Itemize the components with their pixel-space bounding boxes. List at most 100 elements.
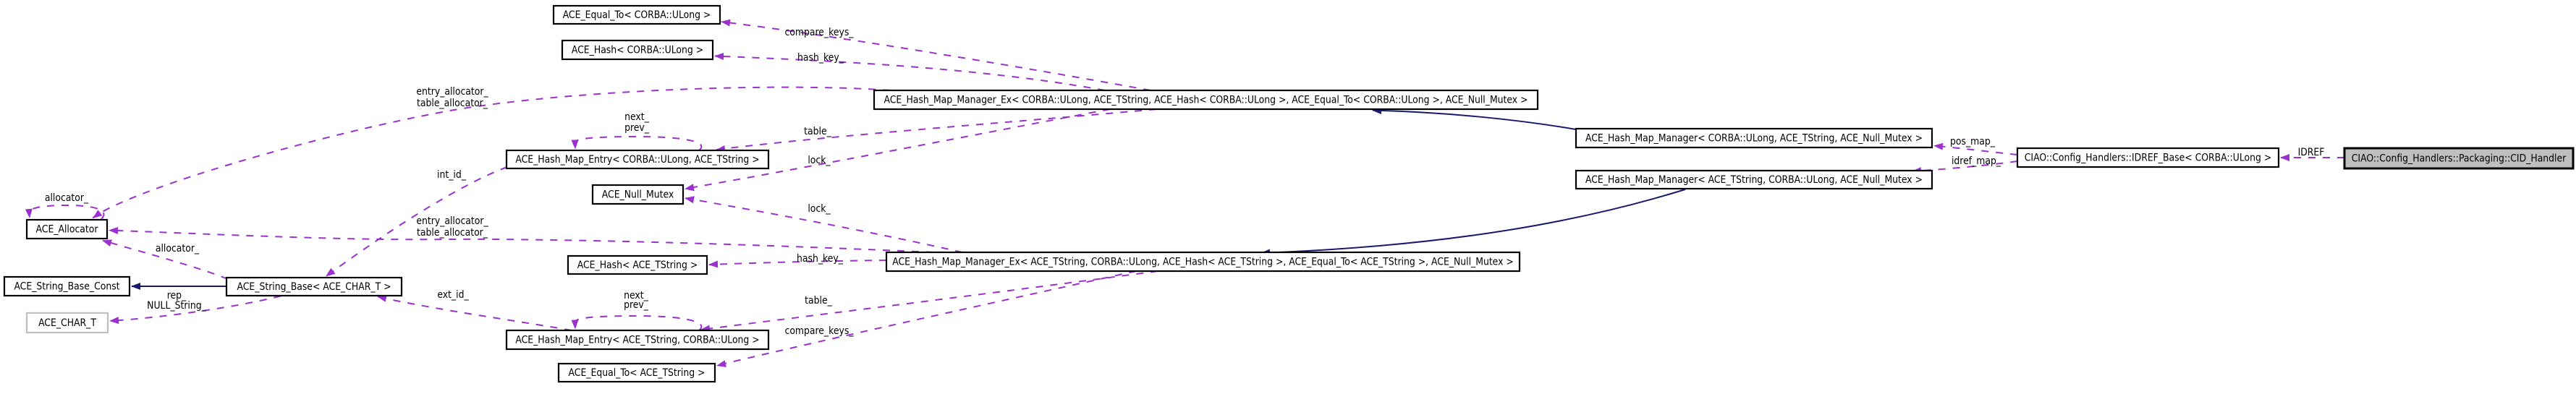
edge-line bbox=[708, 260, 887, 265]
node-box bbox=[25, 312, 109, 334]
node-box bbox=[873, 89, 1539, 111]
node-box bbox=[557, 362, 716, 383]
edge-next-prev-1: next_ prev_ bbox=[571, 111, 703, 151]
node-ace-hash-map-entry-corba-ulong[interactable]: ACE_Hash_Map_Entry< CORBA::ULong, ACE_TS… bbox=[505, 149, 770, 170]
node-label: CIAO::Config_Handlers::IDREF_Base< CORBA… bbox=[2025, 153, 2271, 164]
node-ace-string-base[interactable]: ACE_String_Base< ACE_CHAR_T > bbox=[225, 276, 403, 297]
edge-line bbox=[1261, 189, 1686, 254]
node-label: ACE_Hash_Map_Manager< ACE_TString, CORBA… bbox=[1585, 174, 1923, 186]
node-label: ACE_String_Base_Const bbox=[14, 281, 119, 293]
edge-entry-table-allocator-1: entry_allocator_ table_allocator_ bbox=[92, 86, 891, 219]
node-box bbox=[591, 184, 685, 205]
node-box bbox=[552, 4, 721, 25]
node-label: ACE_Hash_Map_Manager< CORBA::ULong, ACE_… bbox=[1585, 133, 1923, 145]
node-label: ACE_Hash< CORBA::ULong > bbox=[572, 45, 703, 56]
node-ace-equal-to-ace-tstring[interactable]: ACE_Equal_To< ACE_TString > bbox=[557, 362, 716, 383]
node-ace-hash-map-manager-ex-ace-tstring[interactable]: ACE_Hash_Map_Manager_Ex< ACE_TString, CO… bbox=[885, 251, 1521, 273]
node-box bbox=[2343, 147, 2575, 170]
arrowhead bbox=[571, 320, 579, 330]
node-ace-null-mutex[interactable]: ACE_Null_Mutex bbox=[591, 184, 685, 205]
edge-hash-key-2: hash_key_ bbox=[708, 253, 887, 268]
arrowhead bbox=[716, 360, 726, 367]
arrowhead bbox=[377, 295, 387, 302]
edge-line bbox=[572, 135, 703, 151]
node-label: ACE_Equal_To< ACE_TString > bbox=[569, 367, 706, 379]
edge-entry-table-allocator-2: entry_allocator_ table_allocator_ bbox=[109, 215, 934, 253]
node-ace-hash-ace-tstring[interactable]: ACE_Hash< ACE_TString > bbox=[567, 254, 708, 275]
node-box bbox=[25, 218, 109, 240]
svg-text:hash_key_: hash_key_ bbox=[797, 253, 844, 265]
svg-text:rep_: rep_ bbox=[167, 290, 187, 301]
svg-text:next_: next_ bbox=[624, 290, 648, 301]
svg-text:compare_keys_: compare_keys_ bbox=[785, 27, 855, 38]
edge-line bbox=[572, 314, 703, 331]
edge-inherit-manager-tstring bbox=[1261, 189, 1686, 257]
svg-text:entry_allocator_: entry_allocator_ bbox=[416, 215, 488, 227]
edge-line bbox=[92, 86, 891, 219]
node-ace-hash-map-manager-ace-tstring[interactable]: ACE_Hash_Map_Manager< ACE_TString, CORBA… bbox=[1575, 169, 1933, 190]
node-label: ACE_String_Base< ACE_CHAR_T > bbox=[237, 281, 391, 293]
arrowhead bbox=[2280, 154, 2289, 161]
node-ace-hash-corba-ulong[interactable]: ACE_Hash< CORBA::ULong > bbox=[561, 39, 714, 61]
node-ace-allocator[interactable]: ACE_Allocator bbox=[25, 218, 109, 240]
svg-text:lock_: lock_ bbox=[808, 203, 831, 215]
edge-line bbox=[714, 55, 1106, 91]
node-box bbox=[561, 39, 714, 61]
svg-text:prev_: prev_ bbox=[624, 122, 650, 134]
edges: compare_keys_ hash_key_ entry_allocator_… bbox=[25, 19, 2344, 367]
arrowhead bbox=[721, 19, 731, 27]
svg-text:lock_: lock_ bbox=[808, 155, 831, 166]
node-ace-hash-map-manager-ex-corba-ulong[interactable]: ACE_Hash_Map_Manager_Ex< CORBA::ULong, A… bbox=[873, 89, 1539, 111]
arrowhead bbox=[1933, 142, 1944, 150]
edge-line bbox=[377, 296, 572, 331]
node-ace-char-t[interactable]: ACE_CHAR_T bbox=[25, 312, 109, 334]
arrowhead bbox=[109, 317, 119, 325]
svg-text:int_id_: int_id_ bbox=[437, 169, 467, 181]
edge-line bbox=[27, 204, 105, 220]
svg-text:NULL_String_: NULL_String_ bbox=[147, 300, 206, 312]
node-box bbox=[885, 251, 1521, 273]
node-ace-equal-to-corba-ulong[interactable]: ACE_Equal_To< CORBA::ULong > bbox=[552, 4, 721, 25]
svg-text:prev_: prev_ bbox=[624, 299, 649, 311]
edge-line bbox=[326, 166, 508, 277]
edge-pos-map: pos_map_ bbox=[1933, 136, 2018, 155]
edge-hash-key-1: hash_key_ bbox=[714, 52, 1106, 91]
arrowhead bbox=[326, 267, 336, 277]
node-label: ACE_Equal_To< CORBA::ULong > bbox=[563, 9, 711, 21]
node-label: ACE_Null_Mutex bbox=[602, 189, 674, 201]
arrowhead bbox=[131, 283, 140, 290]
edge-table-2: table_ bbox=[700, 270, 1158, 333]
edge-ext-id: ext_id_ bbox=[377, 289, 572, 331]
svg-text:allocator_: allocator_ bbox=[45, 192, 89, 204]
svg-text:compare_keys_: compare_keys_ bbox=[785, 325, 855, 337]
edge-line bbox=[109, 229, 934, 253]
edge-line bbox=[685, 197, 963, 253]
node-label: ACE_Hash_Map_Manager_Ex< CORBA::ULong, A… bbox=[884, 95, 1528, 106]
svg-text:ext_id_: ext_id_ bbox=[437, 289, 469, 301]
edge-allocator-self: allocator_ bbox=[25, 192, 105, 220]
node-box bbox=[567, 254, 708, 275]
edge-inherit-manager-ulong bbox=[1372, 107, 1577, 130]
edge-line bbox=[1372, 109, 1577, 130]
edge-table-1: table_ bbox=[716, 108, 1157, 153]
node-ace-hash-map-entry-ace-tstring[interactable]: ACE_Hash_Map_Entry< ACE_TString, CORBA::… bbox=[505, 329, 770, 351]
node-ace-hash-map-manager-corba-ulong[interactable]: ACE_Hash_Map_Manager< CORBA::ULong, ACE_… bbox=[1575, 127, 1933, 149]
node-label: ACE_CHAR_T bbox=[38, 317, 96, 329]
svg-text:allocator_: allocator_ bbox=[156, 243, 200, 254]
node-box bbox=[1575, 169, 1933, 190]
node-ciao-config-handlers-idref-base[interactable]: CIAO::Config_Handlers::IDREF_Base< CORBA… bbox=[2016, 147, 2280, 168]
node-ace-string-base-const[interactable]: ACE_String_Base_Const bbox=[3, 275, 131, 297]
edge-line bbox=[700, 270, 1158, 330]
edge-line bbox=[109, 295, 281, 322]
node-box bbox=[2016, 147, 2280, 168]
edge-line bbox=[716, 108, 1157, 150]
svg-text:idref_map_: idref_map_ bbox=[1952, 155, 2001, 167]
arrowhead bbox=[109, 227, 119, 234]
node-label: ACE_Hash_Map_Entry< ACE_TString, CORBA::… bbox=[515, 335, 759, 346]
edge-allocator-string-base: allocator_ bbox=[102, 239, 229, 280]
arrowhead bbox=[714, 53, 724, 60]
svg-text:hash_key_: hash_key_ bbox=[797, 52, 844, 64]
svg-text:table_: table_ bbox=[804, 126, 831, 137]
